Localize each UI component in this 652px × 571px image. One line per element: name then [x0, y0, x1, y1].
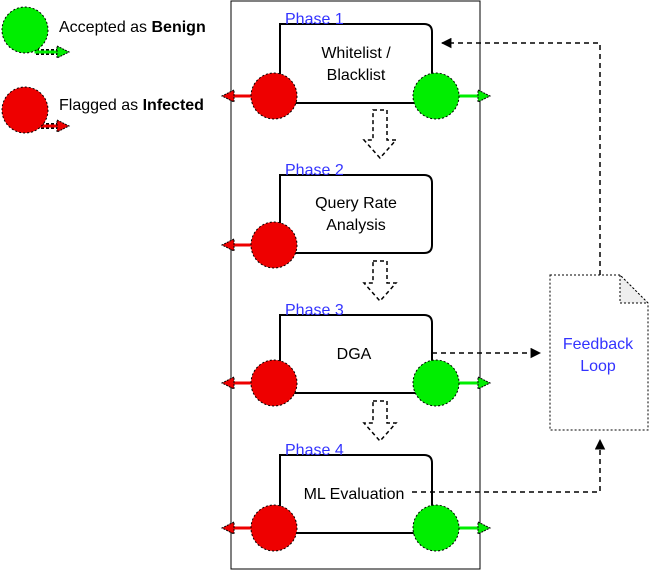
phase-2-text-line-2: Analysis: [326, 217, 386, 234]
infected-legend-circle-icon: [1, 86, 49, 134]
benign-circle-icon: [412, 504, 460, 552]
phase-2-label: Phase 2: [285, 162, 344, 179]
phase-1-infected-node: [220, 72, 298, 120]
infected-circle-icon: [250, 221, 298, 269]
phase-4: Phase 4 ML Evaluation: [279, 442, 433, 534]
phase-3-benign-node: [412, 359, 492, 407]
legend-benign: Accepted as Benign: [1, 6, 206, 59]
benign-arrow-icon: [477, 376, 492, 390]
flow-arrow-3-4: [362, 400, 398, 443]
phase-4-text-line-1: ML Evaluation: [304, 486, 405, 503]
phase-1: Phase 1 Whitelist / Blacklist: [279, 11, 433, 104]
phase-1-benign-node: [412, 72, 492, 120]
benign-arrow-icon: [477, 521, 492, 535]
phase-2-text-line-1: Query Rate: [315, 195, 397, 212]
phase-3: Phase 3 DGA: [279, 302, 433, 394]
ml-to-feedback-connector: [412, 438, 606, 493]
feedback-text-line-2: Loop: [580, 358, 616, 375]
phase-1-box: [279, 23, 433, 104]
phase-3-text-line-1: DGA: [337, 346, 372, 363]
phase-4-infected-node: [220, 504, 298, 552]
feedback-to-phase1-connector: [440, 37, 601, 275]
phase-2-box: [279, 174, 433, 254]
infected-arrow-icon: [220, 89, 235, 103]
infected-circle-icon: [250, 72, 298, 120]
infected-circle-icon: [250, 504, 298, 552]
phase-1-text-line-1: Whitelist /: [321, 45, 391, 62]
feedback-text-line-1: Feedback: [563, 336, 634, 353]
benign-legend-circle-icon: [1, 6, 49, 54]
phase-3-infected-node: [220, 359, 298, 407]
document-fold-icon: [619, 273, 650, 304]
benign-circle-icon: [412, 72, 460, 120]
phase-1-label: Phase 1: [285, 11, 344, 28]
phase-4-benign-node: [412, 504, 492, 552]
flow-arrow-2-3: [362, 260, 398, 303]
legend-infected: Flagged as Infected: [1, 86, 204, 134]
flow-arrow-1-2: [362, 109, 398, 160]
infected-circle-icon: [250, 359, 298, 407]
pipeline-container: [230, 0, 481, 570]
phase-1-text-line-2: Blacklist: [327, 67, 386, 84]
infected-arrow-icon: [220, 521, 235, 535]
benign-arrow-icon: [477, 89, 492, 103]
feedback-loop-document: Feedback Loop: [549, 273, 650, 431]
phase-2-infected-node: [220, 221, 298, 269]
phase-2: Phase 2 Query Rate Analysis: [279, 162, 433, 254]
infected-arrow-icon: [220, 376, 235, 390]
benign-circle-icon: [412, 359, 460, 407]
infected-arrow-icon: [220, 238, 235, 252]
phase-3-label: Phase 3: [285, 302, 344, 319]
infected-legend-label: Flagged as Infected: [59, 97, 204, 114]
phase-4-label: Phase 4: [285, 442, 344, 459]
benign-legend-label: Accepted as Benign: [59, 19, 206, 36]
